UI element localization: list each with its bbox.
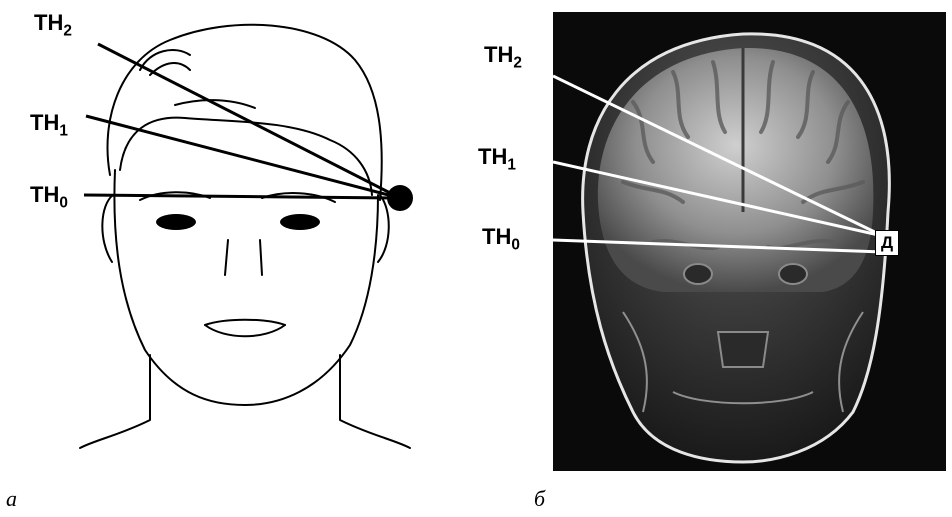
lower-lip	[205, 325, 285, 336]
caption-a: a	[6, 486, 17, 512]
neck-left	[80, 355, 150, 448]
hair-swirl	[140, 50, 255, 108]
left-ear	[102, 195, 113, 262]
th1-line	[86, 116, 400, 198]
th0-label-a: TH0	[30, 182, 68, 212]
th0-label-b-outer: TH0	[482, 224, 520, 254]
th1-label-b-outer: TH1	[478, 144, 516, 174]
right-ear	[378, 195, 389, 262]
nose	[225, 240, 262, 275]
orbit-right	[779, 264, 807, 284]
th2-label-a: TH2	[34, 10, 72, 40]
upper-lip	[205, 320, 285, 325]
head-drawing-panel: TH2 TH1 TH0 a	[0, 0, 540, 517]
th2-label-b-outer: TH2	[484, 42, 522, 72]
th0-line	[84, 195, 400, 198]
th1-label-a: TH1	[30, 110, 68, 140]
caption-b: б	[534, 486, 545, 512]
head-drawing	[0, 0, 540, 517]
hair-outline	[108, 25, 382, 200]
mri-panel: TH2 TH1 TH0 Д	[553, 12, 946, 471]
nasal-cavity	[718, 332, 768, 367]
temple-point	[387, 185, 413, 211]
orbit-left	[684, 264, 712, 284]
neck-right	[340, 355, 410, 448]
point-d-label: Д	[875, 230, 899, 256]
right-eye	[280, 214, 320, 230]
left-eye	[156, 214, 196, 230]
face-outline	[114, 170, 378, 405]
th2-line	[98, 44, 400, 198]
